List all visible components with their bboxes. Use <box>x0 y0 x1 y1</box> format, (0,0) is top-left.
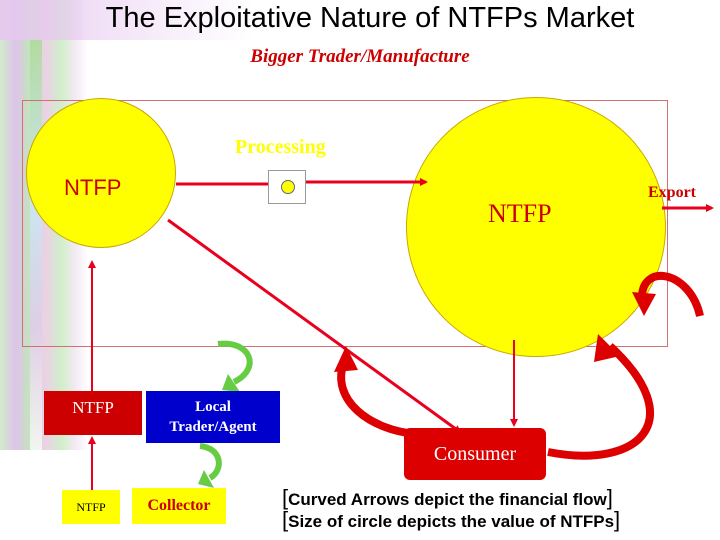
ntfp-box-small: NTFP <box>62 490 120 524</box>
note2-text: Size of circle depicts the value of NTFP… <box>288 512 615 531</box>
note1-close-bracket: ] <box>606 485 613 510</box>
local-trader-line2: Trader/Agent <box>169 419 257 435</box>
money-arrow-to-local-trader-head <box>222 374 240 392</box>
note-financial-flow: [Curved Arrows depict the financial flow… <box>282 485 613 511</box>
money-arrow-to-local-trader <box>217 340 253 385</box>
processing-dot-icon <box>281 180 295 194</box>
slide-title: The Exploitative Nature of NTFPs Market <box>105 2 635 34</box>
note1-open-bracket: [ <box>282 485 289 510</box>
note2-close-bracket: ] <box>614 507 621 532</box>
ntfp-circle-large <box>406 97 666 357</box>
note1-text: Curved Arrows depict the financial flow <box>288 490 607 509</box>
ntfp-small-circle-label: NTFP <box>64 175 122 200</box>
money-arrow-to-collector <box>199 443 222 481</box>
ntfp-large-circle-label: NTFP <box>488 199 552 228</box>
money-arrow-consumer-to-trader-head <box>334 346 358 372</box>
note-circle-size: [Size of circle depicts the value of NTF… <box>282 507 620 533</box>
decorative-top-band <box>0 0 720 40</box>
ntfp-box-mid: NTFP <box>44 391 142 435</box>
processing-box <box>268 170 306 204</box>
processing-label: Processing <box>235 136 326 158</box>
export-label: Export <box>648 184 696 201</box>
bigger-trader-frame <box>22 100 668 347</box>
consumer-box: Consumer <box>404 428 546 480</box>
local-trader-line1: Local <box>195 399 231 415</box>
collector-box: Collector <box>132 488 226 524</box>
note2-open-bracket: [ <box>282 507 289 532</box>
money-arrow-to-collector-head <box>198 470 214 488</box>
bigger-trader-label: Bigger Trader/Manufacture <box>250 46 470 67</box>
money-arrow-export-return <box>637 271 704 318</box>
money-arrow-consumer-to-trader <box>337 360 417 438</box>
money-arrow-consumer-to-large-circle <box>547 343 654 460</box>
money-arrow-consumer-to-large-circle-head <box>594 334 620 362</box>
local-trader-box: Local Trader/Agent <box>146 391 280 443</box>
money-arrow-export-return-head <box>632 292 656 316</box>
arrow-to-consumer-diagonal <box>167 218 462 434</box>
ntfp-circle-small <box>26 98 176 248</box>
